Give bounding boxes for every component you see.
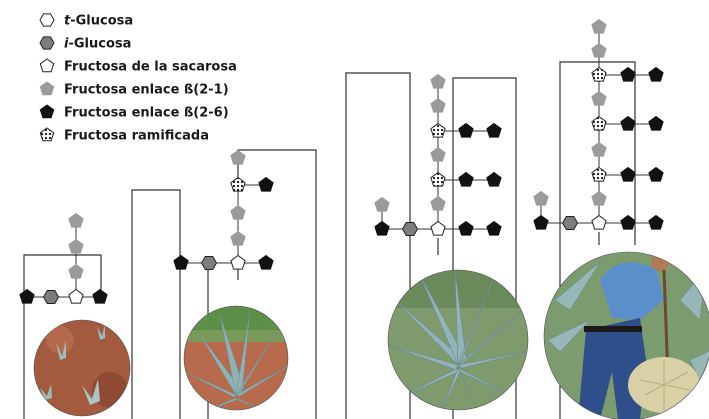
fructan-molecule [375, 75, 501, 236]
legend-label-text: Fructosa de la sacarosa [64, 60, 237, 75]
pentagon-white-icon [69, 290, 83, 304]
legend-item: Fructosa ramificada [40, 128, 209, 144]
pentagon-gray-icon [69, 265, 83, 279]
pentagon-gray-icon [431, 148, 445, 162]
pentagon-dotted-icon [231, 178, 245, 192]
pentagon-black-icon [40, 105, 53, 118]
pentagon-gray-icon [231, 232, 245, 246]
pentagon-gray-icon [534, 192, 548, 206]
hexagon-gray-icon [403, 223, 418, 236]
pentagon-white-icon [40, 59, 53, 72]
bracket-2 [132, 190, 180, 419]
pentagon-black-icon [649, 117, 663, 131]
legend-label-text: Fructosa enlace ß(2-1) [64, 83, 229, 98]
pentagon-black-icon [174, 256, 188, 270]
legend-item: Fructosa enlace ß(2-1) [40, 82, 228, 98]
pentagon-black-icon [487, 222, 501, 236]
pentagon-gray-icon [375, 198, 389, 212]
young-agave-on-soil-photo [30, 318, 140, 419]
hexagon-gray-icon [563, 217, 578, 230]
pentagon-gray-icon [592, 192, 606, 206]
pentagon-black-icon [621, 117, 635, 131]
legend-label: t-Glucosa [64, 14, 133, 29]
pentagon-black-icon [375, 222, 389, 236]
legend-label: Fructosa enlace ß(2-1) [64, 83, 229, 98]
mature-agave-photo [385, 268, 535, 418]
hexagon-gray-icon [202, 257, 217, 270]
pentagon-black-icon [649, 168, 663, 182]
pentagon-gray-icon [40, 82, 53, 95]
legend-label-text: Fructosa ramificada [64, 129, 209, 144]
pentagon-gray-icon [69, 240, 83, 254]
pentagon-dotted-icon [592, 168, 606, 182]
pentagon-dotted-icon [592, 117, 606, 131]
pentagon-white-icon [231, 256, 245, 270]
pentagon-white-icon [431, 222, 445, 236]
legend-label-text: Fructosa enlace ß(2-6) [64, 106, 229, 121]
legend-item: Fructosa de la sacarosa [40, 59, 237, 75]
pentagon-white-icon [592, 216, 606, 230]
pentagon-black-icon [459, 222, 473, 236]
pentagon-gray-icon [431, 197, 445, 211]
pentagon-dotted-icon [431, 124, 445, 138]
fructan-molecule [20, 214, 107, 304]
hexagon-white-icon [40, 14, 54, 26]
legend-label-text: -Glucosa [68, 37, 131, 52]
pentagon-gray-icon [592, 143, 606, 157]
pentagon-black-icon [459, 173, 473, 187]
hexagon-gray-icon [44, 291, 59, 304]
pentagon-black-icon [259, 178, 273, 192]
pentagon-gray-icon [592, 92, 606, 106]
pentagon-black-icon [534, 216, 548, 230]
legend-label: Fructosa de la sacarosa [64, 60, 237, 75]
pentagon-gray-icon [231, 206, 245, 220]
legend-label: Fructosa enlace ß(2-6) [64, 106, 229, 121]
pentagon-black-icon [487, 124, 501, 138]
legend: t-Glucosa i-GlucosaFructosa de la sacaros… [40, 14, 237, 144]
pentagon-gray-icon [592, 20, 606, 34]
harvest-jimador-photo [544, 252, 709, 419]
legend-item: t-Glucosa [40, 14, 133, 29]
pentagon-dotted-icon [40, 128, 53, 141]
pentagon-gray-icon [231, 151, 245, 165]
pentagon-gray-icon [431, 99, 445, 113]
pentagon-black-icon [459, 124, 473, 138]
pentagon-black-icon [621, 216, 635, 230]
legend-label: i-Glucosa [64, 37, 131, 52]
pentagon-black-icon [487, 173, 501, 187]
pentagon-black-icon [93, 290, 107, 304]
pentagon-black-icon [649, 68, 663, 82]
pentagon-black-icon [621, 68, 635, 82]
pentagon-gray-icon [431, 75, 445, 89]
growing-agave-photo [180, 300, 295, 418]
legend-item: i-Glucosa [40, 37, 131, 52]
pentagon-black-icon [20, 290, 34, 304]
legend-item: Fructosa enlace ß(2-6) [40, 105, 228, 121]
fructan-molecule [534, 20, 663, 230]
pentagon-dotted-icon [592, 68, 606, 82]
pentagon-black-icon [259, 256, 273, 270]
legend-label: Fructosa ramificada [64, 129, 209, 144]
fructan-molecule [174, 151, 273, 270]
legend-label-text: -Glucosa [70, 14, 133, 29]
hexagon-gray-icon [40, 37, 54, 49]
pentagon-gray-icon [592, 44, 606, 58]
pentagon-black-icon [621, 168, 635, 182]
pentagon-gray-icon [69, 214, 83, 228]
pentagon-dotted-icon [431, 173, 445, 187]
pentagon-black-icon [649, 216, 663, 230]
